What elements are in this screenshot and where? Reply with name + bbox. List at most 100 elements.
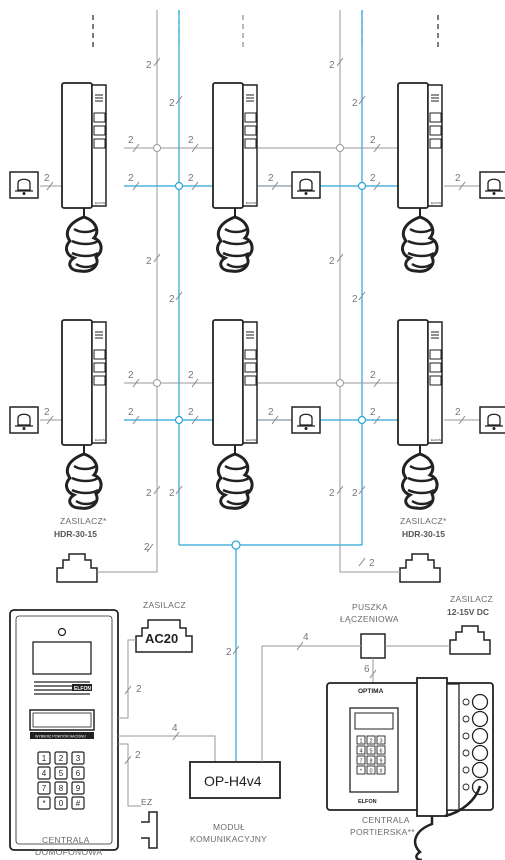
psu-dc bbox=[449, 625, 491, 655]
wire-count: 2 bbox=[169, 294, 175, 305]
svg-text:4: 4 bbox=[359, 748, 362, 754]
wire-count: 2 bbox=[146, 488, 152, 499]
wire-count: 2 bbox=[455, 407, 461, 418]
node bbox=[357, 415, 367, 425]
bell-icon bbox=[291, 171, 321, 199]
psu-left-label: ZASILACZ* bbox=[60, 516, 107, 526]
wire-count: 2 bbox=[352, 98, 358, 109]
wire-count: 2 bbox=[135, 750, 141, 761]
wire-count: 2 bbox=[369, 558, 375, 569]
panel-strip-text: WYBIERZ POWTÓR NACIŚNIJ bbox=[35, 734, 86, 739]
wire bbox=[118, 735, 216, 762]
wire-count: 2 bbox=[455, 173, 461, 184]
wire-count: 4 bbox=[303, 632, 309, 643]
desk-key: 2 bbox=[366, 735, 376, 745]
panel-label: CENTRALA bbox=[42, 835, 90, 845]
svg-text:9: 9 bbox=[379, 758, 382, 764]
svg-text:6: 6 bbox=[76, 769, 81, 778]
wire-count: 2 bbox=[352, 488, 358, 499]
svg-text:2: 2 bbox=[59, 754, 64, 763]
wire-count: 2 bbox=[268, 173, 274, 184]
bell-icon bbox=[9, 171, 39, 199]
node bbox=[153, 144, 161, 152]
psu-dc-label: ZASILACZ bbox=[450, 594, 493, 604]
svg-text:0: 0 bbox=[369, 768, 372, 774]
wire-count: 2 bbox=[169, 488, 175, 499]
desk-call-button bbox=[462, 744, 489, 762]
keypad-key: 6 bbox=[71, 766, 85, 780]
keypad-key: 0 bbox=[54, 796, 68, 810]
wire-count: 2 bbox=[128, 135, 134, 146]
module-model: OP-H4v4 bbox=[204, 773, 262, 789]
svg-text:7: 7 bbox=[42, 784, 47, 793]
wire-count: 6 bbox=[364, 664, 370, 675]
intercom-handset bbox=[211, 318, 259, 510]
node bbox=[174, 415, 184, 425]
desk-key: 0 bbox=[366, 765, 376, 775]
keypad-key: * bbox=[37, 796, 51, 810]
wire-count: 2 bbox=[146, 256, 152, 267]
wire-count: 2 bbox=[188, 370, 194, 381]
bell-icon bbox=[479, 171, 505, 199]
wire-count: 4 bbox=[172, 723, 178, 734]
svg-text:3: 3 bbox=[379, 738, 382, 744]
bell-icon bbox=[291, 406, 321, 434]
svg-text:3: 3 bbox=[76, 754, 81, 763]
door-station-panel: ELFON WYBIERZ POWTÓR NACIŚNIJ 1 2 3 4 5 6 7 8 9 *… bbox=[9, 609, 119, 851]
wire-count-marks: 2 2 2 2 2 2 2 2 2 2 2 2 2 2 2 2 2 2 2 2 … bbox=[44, 57, 466, 499]
wire-count: 2 bbox=[352, 294, 358, 305]
svg-text:*: * bbox=[360, 768, 363, 774]
svg-text:8: 8 bbox=[59, 784, 64, 793]
bell-icon bbox=[479, 406, 505, 434]
desk-key: * bbox=[356, 765, 366, 775]
svg-text:*: * bbox=[42, 799, 45, 808]
wire bbox=[118, 639, 136, 719]
psu-right-label: ZASILACZ* bbox=[400, 516, 447, 526]
wire-count: 2 bbox=[188, 173, 194, 184]
keypad-key: 1 bbox=[37, 751, 51, 765]
desk-call-button bbox=[462, 710, 489, 728]
desk-key: # bbox=[376, 765, 386, 775]
desk-label: CENTRALA bbox=[362, 815, 410, 825]
electric-strike bbox=[141, 811, 158, 849]
svg-text:9: 9 bbox=[76, 784, 81, 793]
wire-count: 2 bbox=[329, 60, 335, 71]
desk-label-2: PORTIERSKA** bbox=[350, 827, 415, 837]
svg-text:1: 1 bbox=[359, 738, 362, 744]
svg-text:5: 5 bbox=[369, 748, 372, 754]
bus-junction bbox=[231, 540, 241, 550]
panel-label-2: DOMOFONOWA bbox=[35, 847, 102, 857]
desk-key: 7 bbox=[356, 755, 366, 765]
psu-left bbox=[56, 553, 98, 583]
svg-text:5: 5 bbox=[59, 769, 64, 778]
keypad-key: 5 bbox=[54, 766, 68, 780]
wire-count: 2 bbox=[188, 135, 194, 146]
desk-key: 6 bbox=[376, 745, 386, 755]
module-label: MODUŁ bbox=[213, 822, 245, 832]
brand-label: ELFON bbox=[74, 686, 91, 692]
wire-count: 2 bbox=[146, 60, 152, 71]
bell-icon bbox=[9, 406, 39, 434]
module-box bbox=[189, 761, 281, 799]
svg-text:1: 1 bbox=[42, 754, 47, 763]
wire bbox=[97, 540, 158, 573]
keypad-key: # bbox=[71, 796, 85, 810]
svg-text:#: # bbox=[379, 768, 383, 774]
wire-count: 2 bbox=[370, 407, 376, 418]
psu-dc-model: 12-15V DC bbox=[447, 607, 489, 617]
wire-count: 2 bbox=[144, 542, 150, 553]
keypad-key: 9 bbox=[71, 781, 85, 795]
desk-call-button bbox=[462, 761, 489, 779]
wire-count: 2 bbox=[136, 684, 142, 695]
psu-right bbox=[399, 553, 441, 583]
wire-count: 2 bbox=[329, 256, 335, 267]
intercom-handset bbox=[60, 318, 108, 510]
wire-count: 2 bbox=[370, 173, 376, 184]
ac20-psu: AC20 bbox=[135, 619, 193, 653]
wire bbox=[261, 645, 361, 762]
svg-text:4: 4 bbox=[42, 769, 47, 778]
node bbox=[336, 144, 344, 152]
wire-count: 2 bbox=[44, 407, 50, 418]
